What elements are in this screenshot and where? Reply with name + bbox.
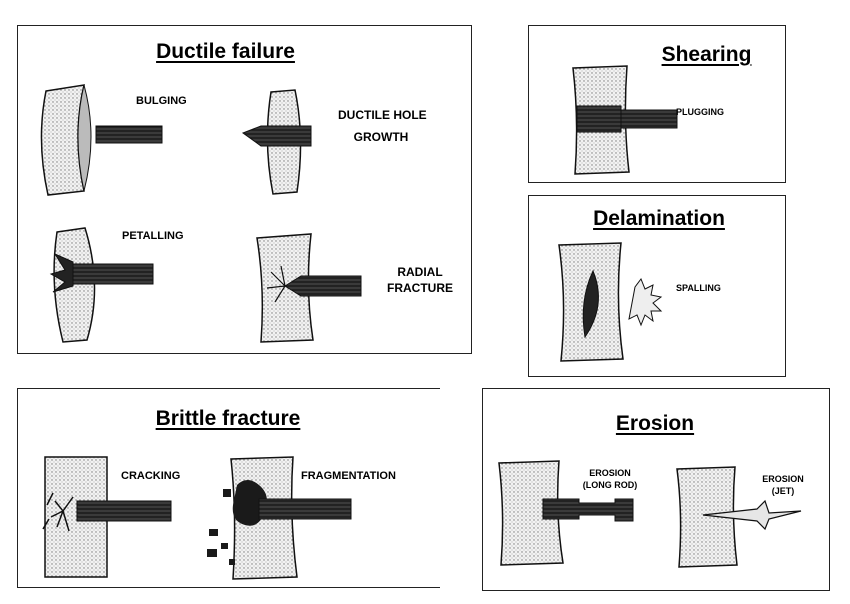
plugging-illustration [572, 65, 678, 175]
radial-fracture-label-line-1: RADIAL [397, 265, 443, 279]
delamination-panel: Delamination SPALLING [528, 195, 786, 377]
cracking-label: CRACKING [121, 470, 181, 482]
bulging-illustration [40, 84, 163, 196]
erosion-jet-label-line-2: (JET) [771, 486, 795, 496]
ductile-hole-label-line-2: GROWTH [353, 130, 409, 144]
delamination-title: Delamination [593, 207, 725, 230]
spalling-label: SPALLING [676, 283, 721, 293]
petalling-illustration [49, 227, 154, 343]
erosion-jet-label-line-1: EROSION [762, 474, 804, 484]
spalling-illustration [558, 242, 663, 362]
erosion-long-rod-illustration [498, 460, 634, 566]
ductile-hole-label-line-1: DUCTILE HOLE [338, 108, 427, 122]
plugging-label: PLUGGING [676, 107, 725, 117]
radial-fracture-label-line-2: FRACTURE [387, 281, 453, 295]
ductile-failure-title: Ductile failure [156, 40, 295, 63]
bulging-label: BULGING [136, 95, 187, 107]
erosion-long-rod-label-line-1: EROSION [589, 468, 631, 478]
erosion-jet-illustration [676, 466, 802, 568]
erosion-panel: Erosion EROSION (LONG ROD) EROSION (JET) [482, 388, 830, 591]
erosion-title: Erosion [615, 412, 695, 435]
shearing-title: Shearing [661, 43, 752, 66]
erosion-long-rod-label-line-2: (LONG ROD) [582, 480, 638, 490]
brittle-fracture-panel: Brittle fracture CRACKING FRAGMENTATION [17, 388, 440, 588]
petalling-label: PETALLING [122, 230, 184, 242]
fragmentation-illustration [207, 456, 352, 580]
ductile-failure-panel: Ductile failure BULGING DUCTILE HOLE GRO… [17, 25, 472, 354]
radial-fracture-illustration [256, 233, 362, 343]
brittle-fracture-title: Brittle fracture [155, 407, 301, 430]
ductile-hole-growth-illustration [241, 89, 312, 195]
cracking-illustration [42, 456, 172, 578]
fragmentation-label: FRAGMENTATION [301, 470, 396, 482]
shearing-panel: Shearing PLUGGING [528, 25, 786, 183]
